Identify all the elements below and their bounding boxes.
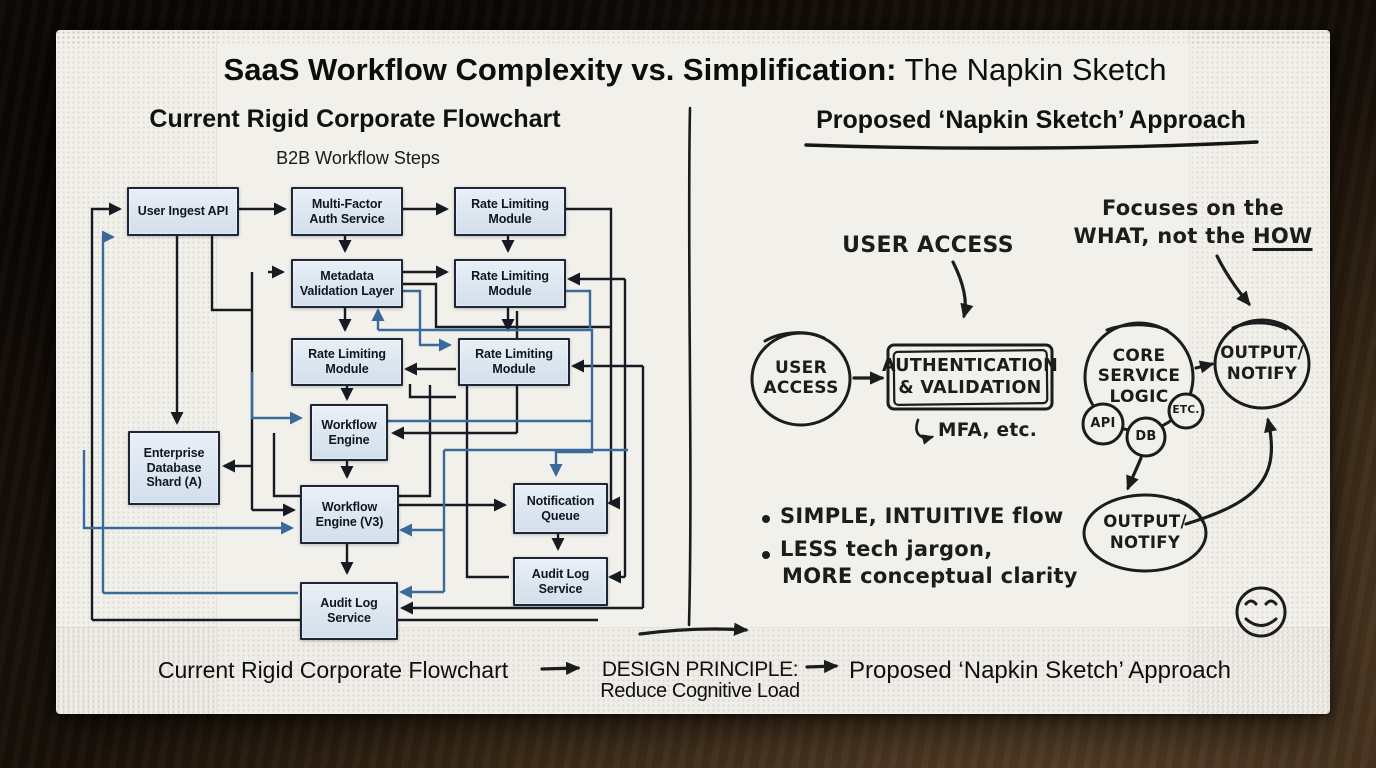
box-label: Enterprise Database Shard (A) — [143, 445, 205, 490]
right-section-heading: Proposed ‘Napkin Sketch’ Approach — [816, 106, 1246, 134]
benefit-item: SIMPLE, INTUITIVE flow — [780, 504, 1064, 528]
box-label: Audit Log Service — [531, 566, 590, 596]
benefit-item: LESS tech jargon, — [780, 537, 993, 561]
focus-note-line1: Focuses on the — [1101, 196, 1284, 220]
benefits-list: SIMPLE, INTUITIVE flow LESS tech jargon,… — [780, 504, 1078, 588]
b2b-workflow-steps-label: B2B Workflow Steps — [276, 148, 440, 168]
footer-left-label: Current Rigid Corporate Flowchart — [157, 657, 509, 683]
flowchart-box-audit-log-right: Audit Log Service — [513, 557, 608, 606]
footer-reduce-cognitive-load: Reduce Cognitive Load — [600, 680, 800, 702]
mfa-note: MFA, etc. — [938, 420, 1038, 441]
box-label: Audit Log Service — [320, 596, 378, 625]
box-label: Workflow Engine (V3) — [315, 499, 384, 529]
auth-validation-label: AUTHENTICATION & VALIDATION — [881, 356, 1059, 398]
focus-note: Focuses on the WHAT, not the HOW — [1073, 194, 1313, 252]
box-label: Rate Limiting Module — [471, 268, 549, 298]
output-notify-bottom-label: OUTPUT/ NOTIFY — [1103, 512, 1187, 552]
focus-note-line2: WHAT, not the HOW — [1073, 222, 1313, 252]
box-label: User Ingest API — [137, 204, 229, 219]
benefit-item: MORE conceptual clarity — [782, 564, 1078, 588]
flowchart-box-enterprise-db-shard: Enterprise Database Shard (A) — [128, 431, 220, 505]
box-label: Rate Limiting Module — [308, 347, 386, 376]
box-label: Notification Queue — [526, 493, 595, 523]
api-label: API — [1090, 416, 1116, 431]
user-access-note: USER ACCESS — [842, 233, 1014, 258]
flowchart-box-user-ingest-api: User Ingest API — [127, 187, 239, 236]
page-title-bold: SaaS Workflow Complexity vs. Simplificat… — [223, 52, 897, 87]
flowchart-box-notification-queue: Notification Queue — [513, 483, 608, 534]
napkin-texture-top — [56, 30, 1330, 44]
box-label: Workflow Engine — [321, 417, 377, 447]
page-title-regular: The Napkin Sketch — [896, 52, 1167, 87]
etc-label: ETC. — [1172, 404, 1200, 416]
napkin-texture-left — [56, 30, 217, 714]
box-label: Multi-Factor Auth Service — [309, 196, 385, 226]
output-notify-top-label: OUTPUT/ NOTIFY — [1220, 343, 1304, 383]
flowchart-box-multi-factor-auth: Multi-Factor Auth Service — [291, 187, 403, 236]
flowchart-box-metadata-validation: Metadata Validation Layer — [291, 259, 403, 308]
left-section-heading: Current Rigid Corporate Flowchart — [149, 105, 561, 133]
box-label: Rate Limiting Module — [471, 196, 549, 226]
footer-right-label: Proposed ‘Napkin Sketch’ Approach — [848, 657, 1232, 684]
user-access-circle-label: USER ACCESS — [763, 358, 839, 399]
db-label: DB — [1135, 429, 1157, 444]
flowchart-box-rate-limiting-4: Rate Limiting Module — [458, 338, 570, 386]
focus-note-how-underlined: HOW — [1252, 224, 1313, 252]
box-label: Metadata Validation Layer — [299, 268, 395, 298]
flowchart-box-audit-log-bottom: Audit Log Service — [300, 582, 398, 640]
footer-design-principle: DESIGN PRINCIPLE: — [601, 658, 799, 681]
page-title: SaaS Workflow Complexity vs. Simplificat… — [224, 52, 1167, 88]
flowchart-box-rate-limiting-1: Rate Limiting Module — [454, 187, 566, 236]
flowchart-box-rate-limiting-3: Rate Limiting Module — [291, 338, 403, 386]
core-service-label: CORE SERVICE LOGIC — [1097, 346, 1181, 407]
flowchart-box-rate-limiting-2: Rate Limiting Module — [454, 259, 566, 308]
flowchart-box-workflow-engine: Workflow Engine — [310, 404, 388, 461]
box-label: Rate Limiting Module — [475, 347, 553, 376]
flowchart-box-workflow-engine-v3: Workflow Engine (V3) — [300, 485, 399, 544]
focus-note-line2-prefix: WHAT, not the — [1073, 224, 1253, 249]
